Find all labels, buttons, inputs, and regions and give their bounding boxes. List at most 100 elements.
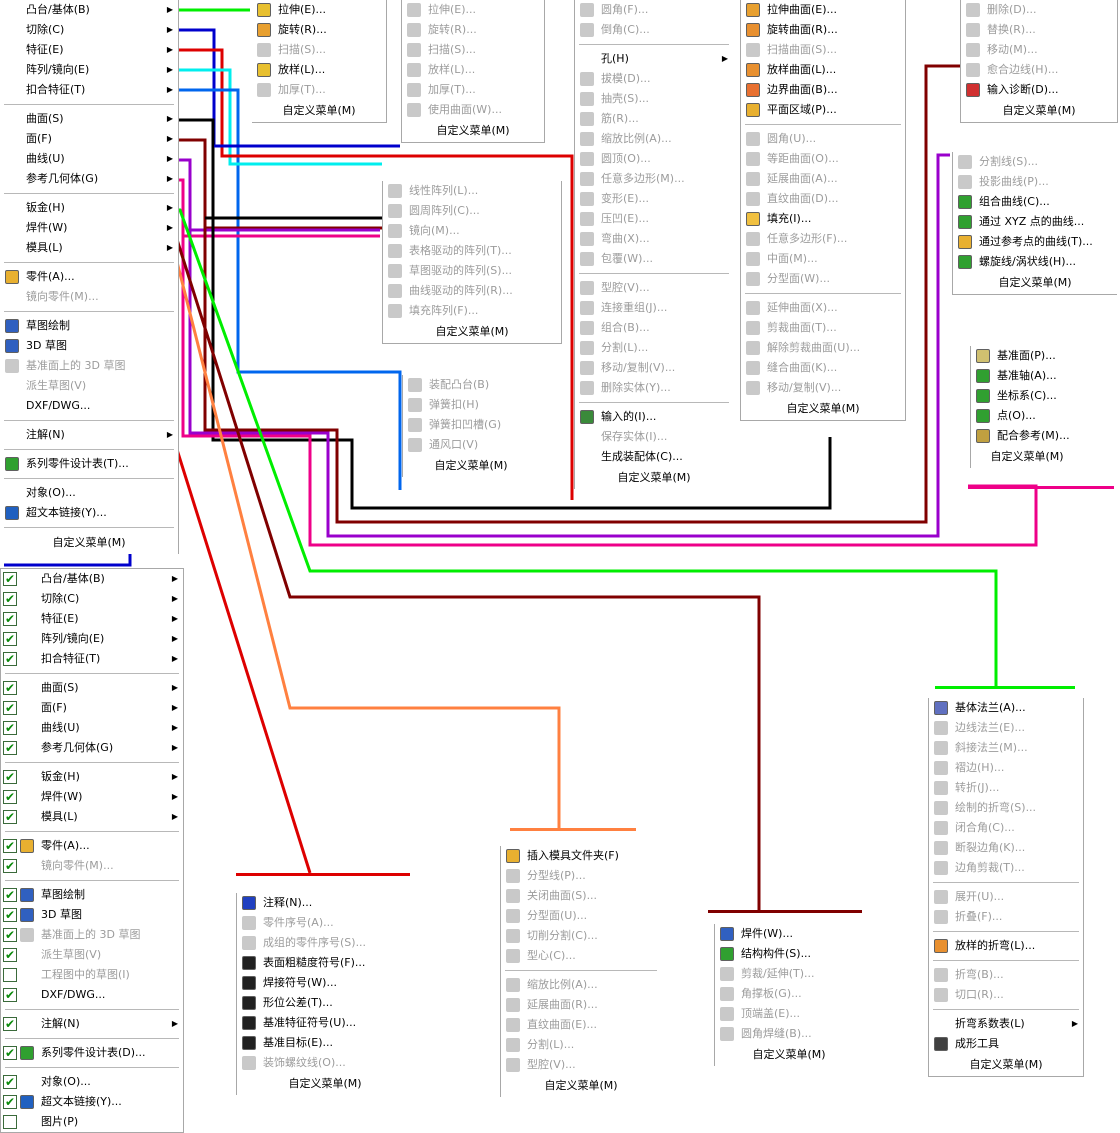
- checkbox-checked[interactable]: [3, 767, 17, 787]
- customize-menu-item[interactable]: 面(F)▶: [1, 698, 183, 718]
- annotation-menu-item[interactable]: 形位公差(T)...: [237, 993, 413, 1013]
- surface-menu-item[interactable]: 拉伸曲面(E)...: [741, 0, 905, 20]
- customize-menu-item[interactable]: 自定义菜单(M): [752, 1048, 826, 1061]
- curve-menu-item[interactable]: 螺旋线/涡状线(H)...: [953, 252, 1117, 272]
- refgeom-menu-item[interactable]: 配合参考(M)...: [971, 426, 1083, 446]
- customize-menu-item[interactable]: 自定义菜单(M): [990, 450, 1064, 463]
- refgeom-menu-item[interactable]: 基准轴(A)...: [971, 366, 1083, 386]
- checkbox-checked[interactable]: [3, 885, 17, 905]
- main-menu-item[interactable]: 凸台/基体(B)▶: [0, 0, 178, 20]
- customize-menu-item[interactable]: 自定义菜单(M): [436, 124, 510, 137]
- face-menu-item[interactable]: 输入诊断(D)...: [961, 80, 1117, 100]
- main-menu-item[interactable]: 模具(L)▶: [0, 238, 178, 258]
- refgeom-menu-item[interactable]: 坐标系(C)...: [971, 386, 1083, 406]
- curve-menu-item[interactable]: 通过 XYZ 点的曲线...: [953, 212, 1117, 232]
- sheetmetal-menu-item[interactable]: 折弯系数表(L)▶: [929, 1014, 1083, 1034]
- checkbox-checked[interactable]: [3, 905, 17, 925]
- main-menu-item[interactable]: 草图绘制: [0, 316, 178, 336]
- customize-menu-item[interactable]: 自定义菜单(M): [434, 459, 508, 472]
- checkbox-checked[interactable]: [3, 609, 17, 629]
- customize-menu-item[interactable]: 特征(E)▶: [1, 609, 183, 629]
- annotation-menu-item[interactable]: 基准特征符号(U)...: [237, 1013, 413, 1033]
- customize-menu-item[interactable]: 模具(L)▶: [1, 807, 183, 827]
- main-menu-item[interactable]: 3D 草图: [0, 336, 178, 356]
- customize-menu-item[interactable]: 草图绘制: [1, 885, 183, 905]
- customize-menu-item[interactable]: 自定义菜单(M): [617, 471, 691, 484]
- customize-menu-item[interactable]: 曲面(S)▶: [1, 678, 183, 698]
- curve-menu-item[interactable]: 通过参考点的曲线(T)...: [953, 232, 1117, 252]
- main-menu-item[interactable]: 参考几何体(G)▶: [0, 169, 178, 189]
- customize-menu-item[interactable]: 焊件(W)▶: [1, 787, 183, 807]
- checkbox-checked[interactable]: [3, 1072, 17, 1092]
- checkbox-checked[interactable]: [3, 836, 17, 856]
- main-menu-item[interactable]: 对象(O)...: [0, 483, 178, 503]
- curve-menu-item[interactable]: 组合曲线(C)...: [953, 192, 1117, 212]
- checkbox-checked[interactable]: [3, 629, 17, 649]
- main-menu-item[interactable]: 切除(C)▶: [0, 20, 178, 40]
- main-menu-item[interactable]: 系列零件设计表(T)...: [0, 454, 178, 474]
- main-menu-item[interactable]: 钣金(H)▶: [0, 198, 178, 218]
- annotation-menu-item[interactable]: 基准目标(E)...: [237, 1033, 413, 1053]
- customize-menu-item[interactable]: 自定义菜单(M): [282, 104, 356, 117]
- main-menu-item[interactable]: 超文本链接(Y)...: [0, 503, 178, 523]
- boss-menu-item[interactable]: 旋转(R)...: [252, 20, 386, 40]
- customize-menu-item[interactable]: 自定义菜单(M): [52, 536, 126, 549]
- checkbox-checked[interactable]: [3, 856, 17, 876]
- surface-menu-item[interactable]: 放样曲面(L)...: [741, 60, 905, 80]
- main-menu-item[interactable]: 曲线(U)▶: [0, 149, 178, 169]
- boss-menu-item[interactable]: 放样(L)...: [252, 60, 386, 80]
- features-menu-item[interactable]: 输入的(I)...: [575, 407, 733, 427]
- checkbox-unchecked[interactable]: [3, 968, 17, 982]
- checkbox-checked[interactable]: [3, 945, 17, 965]
- customize-menu-item[interactable]: 对象(O)...: [1, 1072, 183, 1092]
- checkbox-checked[interactable]: [3, 787, 17, 807]
- surface-menu-item[interactable]: 边界曲面(B)...: [741, 80, 905, 100]
- surface-menu-item[interactable]: 平面区域(P)...: [741, 100, 905, 120]
- checkbox-checked[interactable]: [3, 649, 17, 669]
- customize-menu-item[interactable]: 凸台/基体(B)▶: [1, 569, 183, 589]
- features-menu-item[interactable]: 生成装配体(C)...: [575, 447, 733, 467]
- sheetmetal-menu-item[interactable]: 放样的折弯(L)...: [929, 936, 1083, 956]
- mold-menu-item[interactable]: 插入模具文件夹(F): [501, 846, 661, 866]
- checkbox-checked[interactable]: [3, 678, 17, 698]
- checkbox-checked[interactable]: [3, 698, 17, 718]
- checkbox-checked[interactable]: [3, 718, 17, 738]
- customize-menu-item[interactable]: 图片(P): [1, 1112, 183, 1132]
- checkbox-checked[interactable]: [3, 738, 17, 758]
- customize-menu-item[interactable]: 自定义菜单(M): [998, 276, 1072, 289]
- customize-menu-item[interactable]: 系列零件设计表(D)...: [1, 1043, 183, 1063]
- main-menu-item[interactable]: 零件(A)...: [0, 267, 178, 287]
- main-menu-item[interactable]: 面(F)▶: [0, 129, 178, 149]
- main-menu-item[interactable]: 曲面(S)▶: [0, 109, 178, 129]
- sheetmetal-menu-item[interactable]: 基体法兰(A)...: [929, 698, 1083, 718]
- refgeom-menu-item[interactable]: 基准面(P)...: [971, 346, 1083, 366]
- checkbox-checked[interactable]: [3, 1014, 17, 1034]
- customize-menu-item[interactable]: 自定义菜单(M): [969, 1058, 1043, 1071]
- customize-menu-item[interactable]: DXF/DWG...: [1, 985, 183, 1005]
- customize-menu-item[interactable]: 自定义菜单(M): [288, 1077, 362, 1090]
- customize-menu-item[interactable]: 注解(N)▶: [1, 1014, 183, 1034]
- customize-menu-item[interactable]: 参考几何体(G)▶: [1, 738, 183, 758]
- surface-menu-item[interactable]: 旋转曲面(R)...: [741, 20, 905, 40]
- checkbox-checked[interactable]: [3, 807, 17, 827]
- customize-menu-item[interactable]: 扣合特征(T)▶: [1, 649, 183, 669]
- surface-menu-item[interactable]: 填充(I)...: [741, 209, 905, 229]
- checkbox-checked[interactable]: [3, 569, 17, 589]
- customize-menu-item[interactable]: 阵列/镜向(E)▶: [1, 629, 183, 649]
- annotation-menu-item[interactable]: 表面粗糙度符号(F)...: [237, 953, 413, 973]
- main-menu-item[interactable]: 扣合特征(T)▶: [0, 80, 178, 100]
- checkbox-checked[interactable]: [3, 925, 17, 945]
- main-menu-item[interactable]: 焊件(W)▶: [0, 218, 178, 238]
- customize-menu-item[interactable]: 切除(C)▶: [1, 589, 183, 609]
- annotation-menu-item[interactable]: 焊接符号(W)...: [237, 973, 413, 993]
- customize-menu-item[interactable]: 自定义菜单(M): [1002, 104, 1076, 117]
- checkbox-checked[interactable]: [3, 589, 17, 609]
- sheetmetal-menu-item[interactable]: 成形工具: [929, 1034, 1083, 1054]
- main-menu-item[interactable]: 注解(N)▶: [0, 425, 178, 445]
- features-menu-item[interactable]: 孔(H)▶: [575, 49, 733, 69]
- customize-menu-item[interactable]: 钣金(H)▶: [1, 767, 183, 787]
- main-menu-item[interactable]: DXF/DWG...: [0, 396, 178, 416]
- checkbox-checked[interactable]: [3, 985, 17, 1005]
- main-menu-item[interactable]: 阵列/镜向(E)▶: [0, 60, 178, 80]
- weldment-menu-item[interactable]: 结构构件(S)...: [715, 944, 863, 964]
